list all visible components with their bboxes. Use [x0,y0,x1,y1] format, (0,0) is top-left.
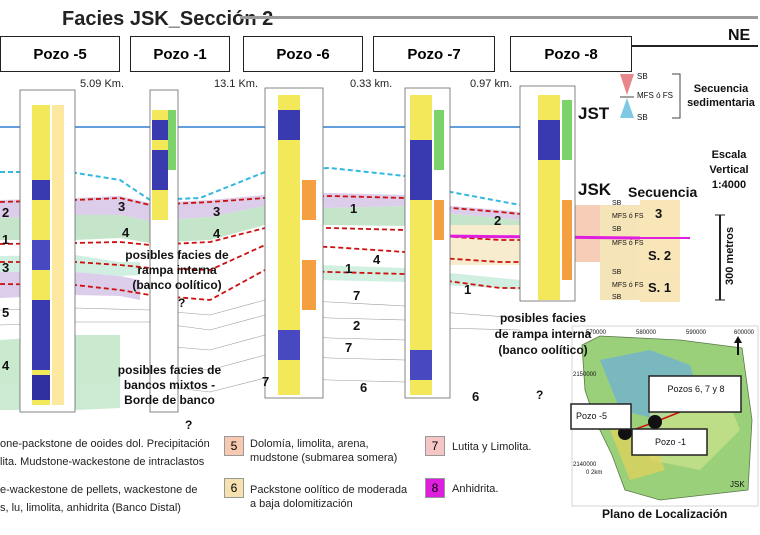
well-pozo-8 [519,85,576,302]
scale-label: Escala Vertical 1:4000 [709,149,749,191]
seq-legend-sb-bottom: SB [637,113,648,122]
well-pozo-1 [149,89,179,413]
zone-p1-4a: 4 [122,225,130,240]
zone-left-3: 3 [2,260,10,275]
tag-sb-1: SB [612,200,622,207]
legend-left-line-2: lita. Mudstone-wackestone de intraclasto… [0,456,205,468]
zone-p6-7c: 7 [262,374,270,389]
well-label-pozo-1: Pozo -1 [130,36,230,72]
jst-label: JST [578,104,610,123]
well-label-pozo-5: Pozo -5 [0,36,120,72]
seq-legend-label: Secuencia sedimentaria [687,83,755,109]
zone-p1-4b: 4 [213,226,221,241]
zone-left-4: 4 [2,358,10,373]
legend-left-line-4: s, lu, limolita, anhidrita (Banco Distal… [0,502,181,514]
map-x-tick-1: 570000 [586,330,607,336]
zone-p1-3a: 3 [118,199,126,214]
secuencia-row-s1: S. 1 [648,280,672,295]
zone-p1-3b: 3 [213,204,221,219]
zone-p6-2: 2 [353,318,361,333]
legend-box-5: 5 [224,436,244,456]
distance-2: 13.1 Km. [214,78,259,90]
zone-p7-1: 1 [464,282,472,297]
zone-p7-4: 4 [373,252,381,267]
zone-p8-2: 2 [494,213,502,228]
tag-mfs-3: MFS ó FS [612,282,644,289]
map-scale: 0 2km [586,470,603,476]
tag-mfs-2: MFS ó FS [612,240,644,247]
well-pozo-6 [264,87,324,399]
scale-bar-label: 300 metros [724,226,736,285]
legend-box-7: 7 [425,436,445,456]
tag-mfs-1: MFS ó FS [612,213,644,220]
distance-4: 0.97 km. [470,78,513,90]
zone-left-2: 2 [2,205,10,220]
secuencia-title: Secuencia [628,184,698,200]
secuencia-row-3: 3 [655,206,663,221]
legend-text-8: Anhidrita. [452,483,499,495]
annotation-rampa-interna-1: posibles facies de rampa interna (banco … [125,248,229,292]
annotation-bancos-mixtos: posibles facies de bancos mixtos - Borde… [117,363,222,407]
legend-box-6: 6 [224,478,244,498]
jsk-label: JSK [578,180,612,199]
legend-left-line-1: one-packstone de ooides dol. Precipitaci… [0,438,210,450]
zone-p6-1a: 1 [350,201,358,216]
well-label-pozo-7: Pozo -7 [373,36,495,72]
map-x-tick-4: 600000 [734,330,755,336]
well-label-pozo-6: Pozo -6 [243,36,363,72]
scale-bar [715,214,725,301]
zone-p6-7b: 7 [345,340,353,355]
title-rule [240,16,758,19]
map-label-pozo-5: Pozo -5 [576,411,608,421]
secuencia-row-s2: S. 2 [648,248,672,263]
ne-rule [630,45,758,47]
seq-legend-mfs: MFS ó FS [637,91,674,100]
zone-left-1: 1 [2,232,10,247]
map-y-tick-2: 2140000 [573,462,597,468]
legend-text-7: Lutita y Limolita. [452,441,532,453]
seq-legend-sb-top: SB [637,72,648,81]
map-x-tick-2: 580000 [636,330,657,336]
annotation-q2: ? [185,418,193,432]
annotation-q1: ? [178,296,186,310]
zone-left-5: 5 [2,305,10,320]
well-pozo-5 [19,89,76,413]
annotation-q3: ? [536,388,544,402]
map-corner-label: JSK [730,480,745,489]
zone-p6-7a: 7 [353,288,361,303]
annotation-rampa-interna-2: posibles facies de rampa interna (banco … [494,311,592,357]
distance-1: 5.09 Km. [80,78,125,90]
map-label-pozo-1: Pozo -1 [655,437,687,447]
map-x-tick-3: 590000 [686,330,707,336]
well-label-pozo-8: Pozo -8 [510,36,632,72]
zone-p6-6: 6 [360,380,368,395]
zone-p7-6: 6 [472,389,480,404]
legend-text-6: Packstone oolítico de moderada a baja do… [250,484,408,510]
tag-sb-3: SB [612,269,622,276]
band-green [0,206,520,243]
page-title: Facies JSK_Sección 2 [62,8,274,30]
distance-3: 0.33 km. [350,78,393,90]
map-y-tick-1: 2150000 [573,372,597,378]
map-label-pozos-678: Pozos 6, 7 y 8 [667,384,725,394]
legend-left-line-3: e-wackestone de pellets, wackestone de [0,484,198,496]
map-caption: Plano de Localización [602,507,728,521]
zone-p6-1b: 1 [345,261,353,276]
sequence-legend-triangles [620,73,681,119]
location-map [570,325,759,507]
secuencia-boxes [640,200,690,302]
tag-sb-4: SB [612,294,622,301]
legend-box-8: 8 [425,478,445,498]
legend-text-5: Dolomía, limolita, arena, mudstone (subm… [250,438,398,464]
direction-label: NE [728,27,751,44]
tag-sb-2: SB [612,226,622,233]
well-pozo-7 [404,87,451,399]
